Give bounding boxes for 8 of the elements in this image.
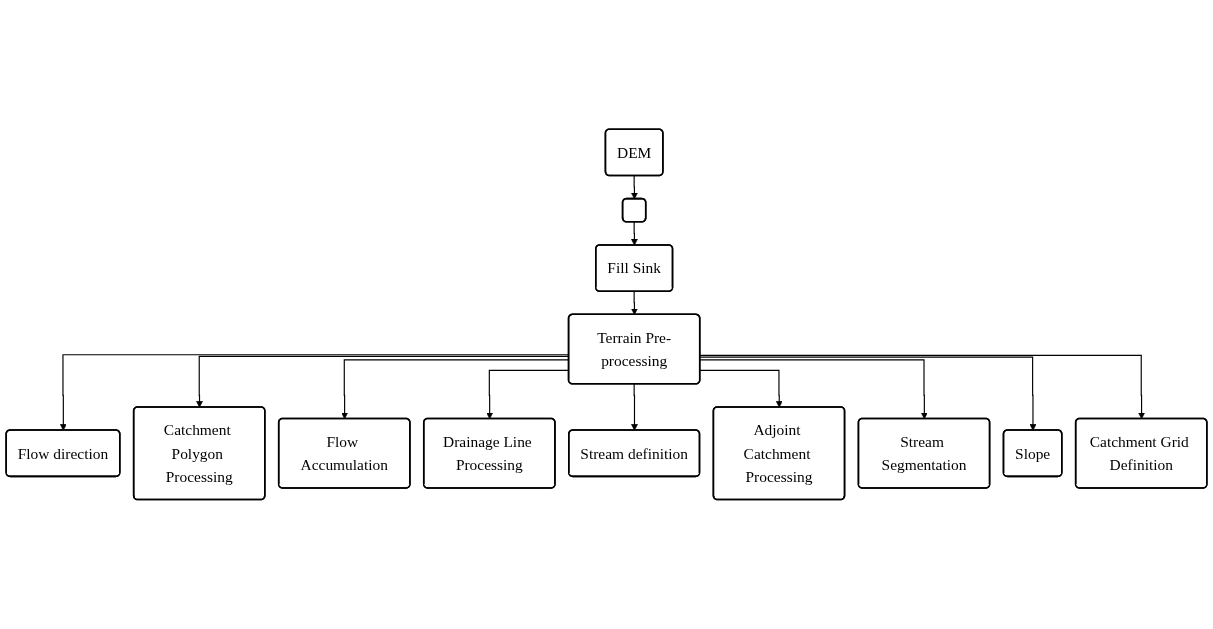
arrow [699, 355, 1145, 420]
arrow [699, 356, 1037, 431]
arrow [699, 359, 928, 420]
arrow [631, 175, 638, 200]
arrow [699, 370, 783, 408]
arrow [631, 291, 638, 316]
arrow [631, 383, 638, 431]
arrow [631, 221, 638, 246]
